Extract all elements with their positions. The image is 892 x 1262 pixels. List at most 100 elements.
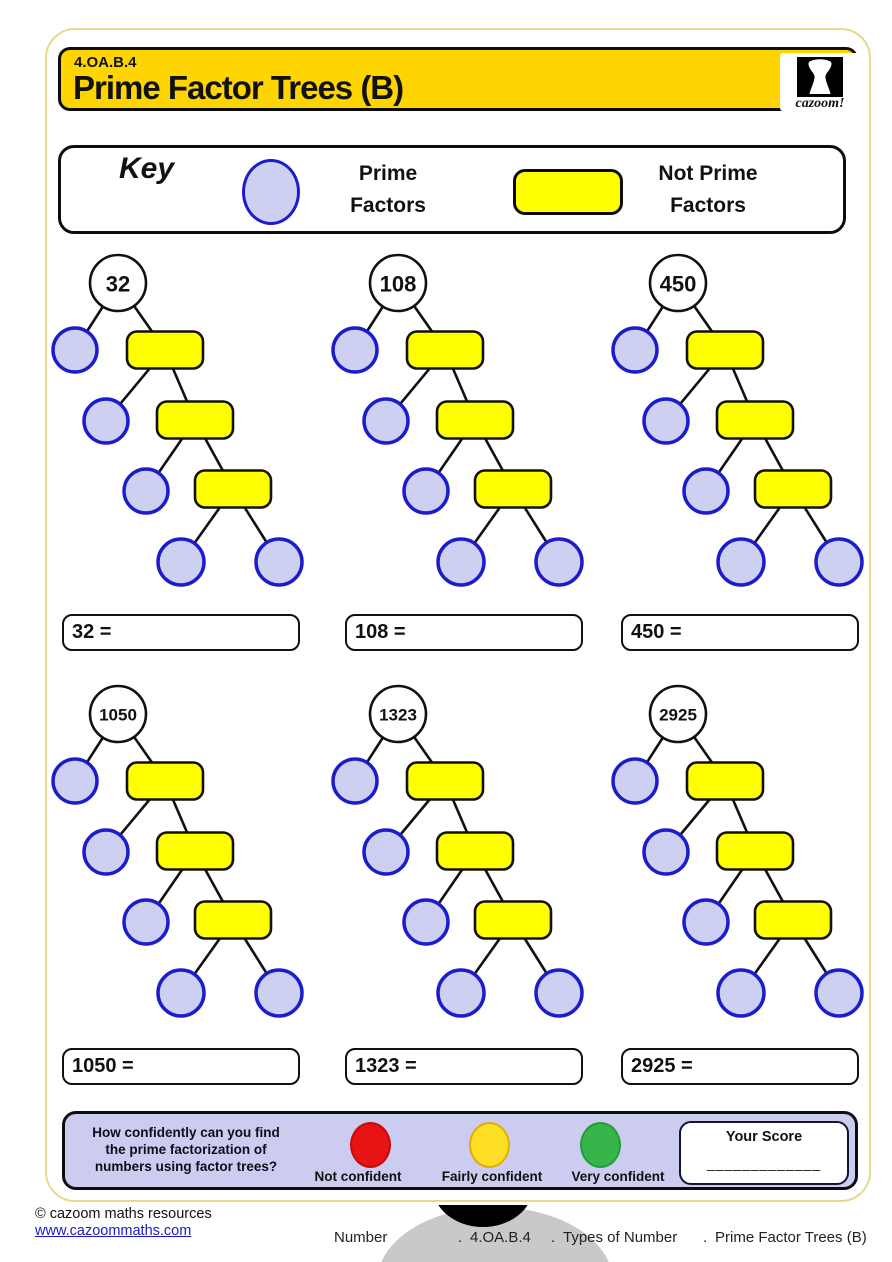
answer-box[interactable]: 108 = <box>345 614 583 651</box>
composite-factor-box[interactable] <box>715 831 795 871</box>
breadcrumb-topic: Types of Number <box>563 1229 678 1246</box>
composite-factor-box[interactable] <box>193 469 273 509</box>
prime-factor-circle[interactable] <box>254 537 304 587</box>
very-confident-icon[interactable] <box>580 1122 621 1168</box>
prime-factor-circle[interactable] <box>402 467 450 515</box>
prime-factor-circle[interactable] <box>156 537 206 587</box>
prime-factor-circle[interactable] <box>82 397 130 445</box>
confidence-question: How confidently can you find the prime f… <box>92 1125 280 1174</box>
composite-factor-box[interactable] <box>405 330 485 370</box>
prime-factor-circle[interactable] <box>82 828 130 876</box>
prime-factor-circle[interactable] <box>611 326 659 374</box>
answer-label: 32 = <box>72 621 112 643</box>
prime-factor-circle[interactable] <box>436 968 486 1018</box>
composite-factor-box[interactable] <box>125 761 205 801</box>
answer-label: 2925 = <box>631 1055 693 1077</box>
not-prime-key-icon <box>513 169 623 215</box>
prime-factor-circle[interactable] <box>402 898 450 946</box>
page-frame <box>45 28 871 1202</box>
website-link[interactable]: www.cazoommaths.com <box>35 1223 192 1239</box>
prime-factor-circle[interactable] <box>716 537 766 587</box>
your-score-box[interactable]: Your Score _____________ <box>679 1121 849 1185</box>
prime-factor-circle[interactable] <box>362 828 410 876</box>
answer-label: 450 = <box>631 621 682 643</box>
factor-tree-svg: 1050 <box>51 684 304 1018</box>
factor-tree: 450 <box>610 253 870 598</box>
answer-box[interactable]: 2925 = <box>621 1048 859 1085</box>
prime-factor-circle[interactable] <box>682 467 730 515</box>
answer-box[interactable]: 1050 = <box>62 1048 300 1085</box>
very-confident-label: Very confident <box>571 1169 665 1184</box>
composite-factor-box[interactable] <box>753 469 833 509</box>
not-confident-label: Not confident <box>314 1169 402 1184</box>
prime-factor-circle[interactable] <box>642 828 690 876</box>
answer-box[interactable]: 450 = <box>621 614 859 651</box>
tree-root-circle <box>648 253 708 313</box>
composite-factor-box[interactable] <box>473 900 553 940</box>
prime-factor-circle[interactable] <box>156 968 206 1018</box>
composite-factor-box[interactable] <box>685 761 765 801</box>
standard-code: 4.OA.B.4 <box>74 54 137 71</box>
breadcrumb-separator: . <box>703 1229 708 1246</box>
prime-factor-circle[interactable] <box>254 968 304 1018</box>
fairly-confident-icon[interactable] <box>469 1122 510 1168</box>
composite-factor-box[interactable] <box>155 400 235 440</box>
answer-label: 1050 = <box>72 1055 134 1077</box>
key-legend: Key Prime Factors Not Prime Factors <box>58 145 846 234</box>
logo-text: cazoom! <box>795 96 845 111</box>
breadcrumb-separator: . <box>551 1229 556 1246</box>
composite-factor-box[interactable] <box>155 831 235 871</box>
composite-factor-box[interactable] <box>405 761 485 801</box>
prime-factor-circle[interactable] <box>716 968 766 1018</box>
prime-factor-circle[interactable] <box>436 537 486 587</box>
composite-factor-box[interactable] <box>715 400 795 440</box>
composite-factor-box[interactable] <box>435 831 515 871</box>
factor-tree: 32 <box>50 253 310 598</box>
breadcrumb-category: Number <box>334 1229 388 1246</box>
breadcrumb-standard: 4.OA.B.4 <box>470 1229 531 1246</box>
prime-factor-circle[interactable] <box>51 757 99 805</box>
tree-root-label: 450 <box>660 272 697 297</box>
factor-tree-svg: 1323 <box>331 684 584 1018</box>
prime-factor-circle[interactable] <box>534 968 584 1018</box>
composite-factor-box[interactable] <box>435 400 515 440</box>
answer-box[interactable]: 1323 = <box>345 1048 583 1085</box>
composite-factor-box[interactable] <box>125 330 205 370</box>
cazoom-logo: cazoom! <box>780 53 860 111</box>
composite-factor-box[interactable] <box>473 469 553 509</box>
prime-factor-circle[interactable] <box>362 397 410 445</box>
tree-root-label: 32 <box>106 272 130 297</box>
factor-tree-svg: 108 <box>331 253 584 587</box>
fairly-confident-label: Fairly confident <box>441 1169 543 1184</box>
prime-factor-circle[interactable] <box>51 326 99 374</box>
prime-factor-circle[interactable] <box>642 397 690 445</box>
tree-root-label: 1323 <box>379 706 417 725</box>
worksheet-header: 4.OA.B.4 Prime Factor Trees (B) cazoom! <box>58 47 860 111</box>
tree-root-label: 108 <box>380 272 417 297</box>
factor-tree-svg: 32 <box>51 253 304 587</box>
tree-root-circle <box>368 253 428 313</box>
prime-factor-circle[interactable] <box>814 537 864 587</box>
tree-root-circle <box>648 684 708 744</box>
prime-factor-key-icon <box>242 159 300 225</box>
composite-factor-box[interactable] <box>685 330 765 370</box>
factor-tree: 108 <box>330 253 590 598</box>
not-confident-icon[interactable] <box>350 1122 391 1168</box>
answer-label: 1323 = <box>355 1055 417 1077</box>
prime-factor-circle[interactable] <box>682 898 730 946</box>
prime-factor-circle[interactable] <box>331 326 379 374</box>
breadcrumb-separator: . <box>458 1229 463 1246</box>
prime-factor-circle[interactable] <box>122 467 170 515</box>
prime-factor-circle[interactable] <box>122 898 170 946</box>
prime-factor-circle[interactable] <box>814 968 864 1018</box>
composite-factor-box[interactable] <box>753 900 833 940</box>
prime-factor-circle[interactable] <box>611 757 659 805</box>
answer-box[interactable]: 32 = <box>62 614 300 651</box>
answer-label: 108 = <box>355 621 406 643</box>
tree-root-label: 2925 <box>659 706 697 725</box>
composite-factor-box[interactable] <box>193 900 273 940</box>
prime-factor-circle[interactable] <box>534 537 584 587</box>
prime-factor-circle[interactable] <box>331 757 379 805</box>
factor-tree: 2925 <box>610 684 870 1029</box>
